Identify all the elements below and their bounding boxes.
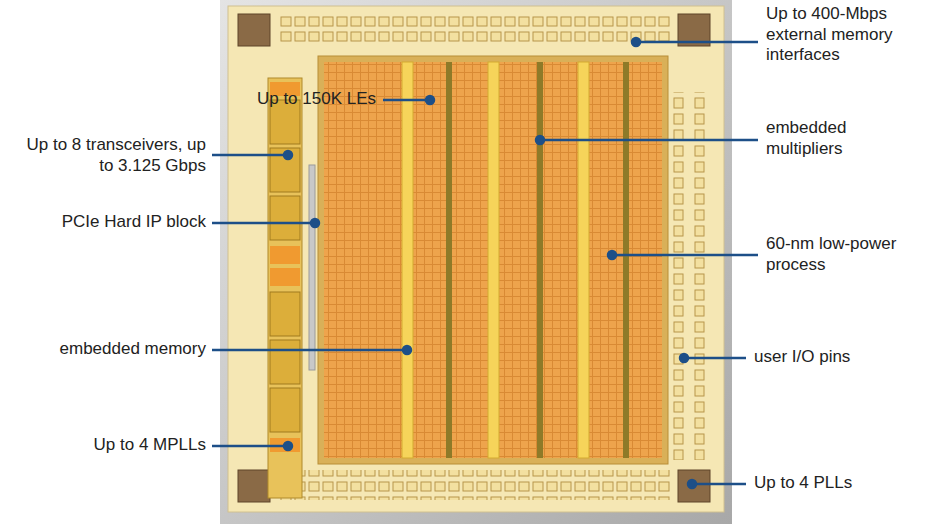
feature-callout: Up to 4 MPLLs — [6, 435, 206, 456]
feature-callout: embedded memory — [6, 339, 206, 360]
feature-callout: PCIe Hard IP block — [6, 212, 206, 233]
feature-callout: user I/O pins — [754, 347, 914, 368]
feature-callout: Up to 150K LEs — [176, 89, 376, 110]
feature-callout: Up to 8 transceivers, up to 3.125 Gbps — [20, 135, 206, 176]
feature-callout: embedded multipliers — [766, 118, 876, 159]
feature-callout: Up to 400-Mbps external memory interface… — [766, 4, 916, 66]
feature-callout: 60-nm low-power process — [766, 234, 911, 275]
feature-callout: Up to 4 PLLs — [754, 473, 914, 494]
